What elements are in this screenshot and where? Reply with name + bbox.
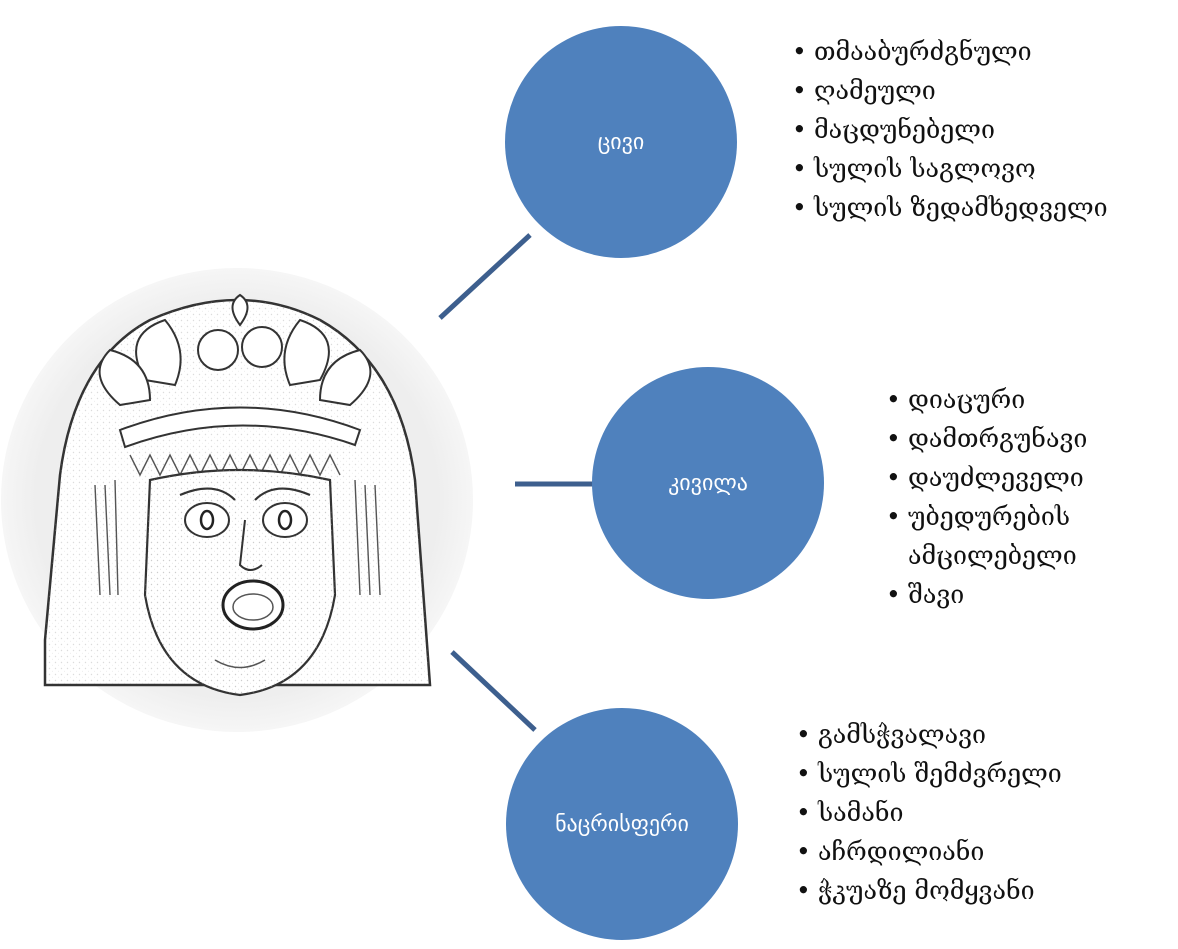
node-circle-middle: კივილა [592,367,824,599]
theatre-mask-image [0,265,475,735]
node-list-middle: დიაცური დამთრგუნავი დაუძლეველი უბედურები… [886,380,1136,614]
node-circle-bottom: ნაცრისფერი [506,708,738,940]
list-item: სულის შემძვრელი [796,754,1166,793]
node-label-bottom: ნაცრისფერი [555,811,689,837]
list-item: თმააბურძგნული [792,32,1172,71]
list-item: უბედურების ამცილებელი [886,497,1136,575]
list-item: სულის ზედამხედველი [792,188,1172,227]
connector-bottom [450,650,537,732]
list-item: ჭკუაზე მომყვანი [796,871,1166,910]
list-item: მაცდუნებელი [792,110,1172,149]
connector-top [438,233,532,320]
list-item: გამსჭვალავი [796,715,1166,754]
node-circle-top: ცივი [505,26,737,258]
list-item: დიაცური [886,380,1136,419]
list-item: დამთრგუნავი [886,419,1136,458]
theatre-mask-sketch-icon [1,268,473,732]
node-list-top: თმააბურძგნული ღამეული მაცდუნებელი სულის … [792,32,1172,227]
list-item: სამანი [796,793,1166,832]
node-label-top: ცივი [597,129,645,155]
list-item: შავი [886,575,1136,614]
node-list-bottom: გამსჭვალავი სულის შემძვრელი სამანი აჩრდი… [796,715,1166,910]
list-item: დაუძლეველი [886,458,1136,497]
list-item: ღამეული [792,71,1172,110]
node-label-middle: კივილა [668,470,748,496]
list-item: სულის საგლოვო [792,149,1172,188]
list-item: აჩრდილიანი [796,832,1166,871]
